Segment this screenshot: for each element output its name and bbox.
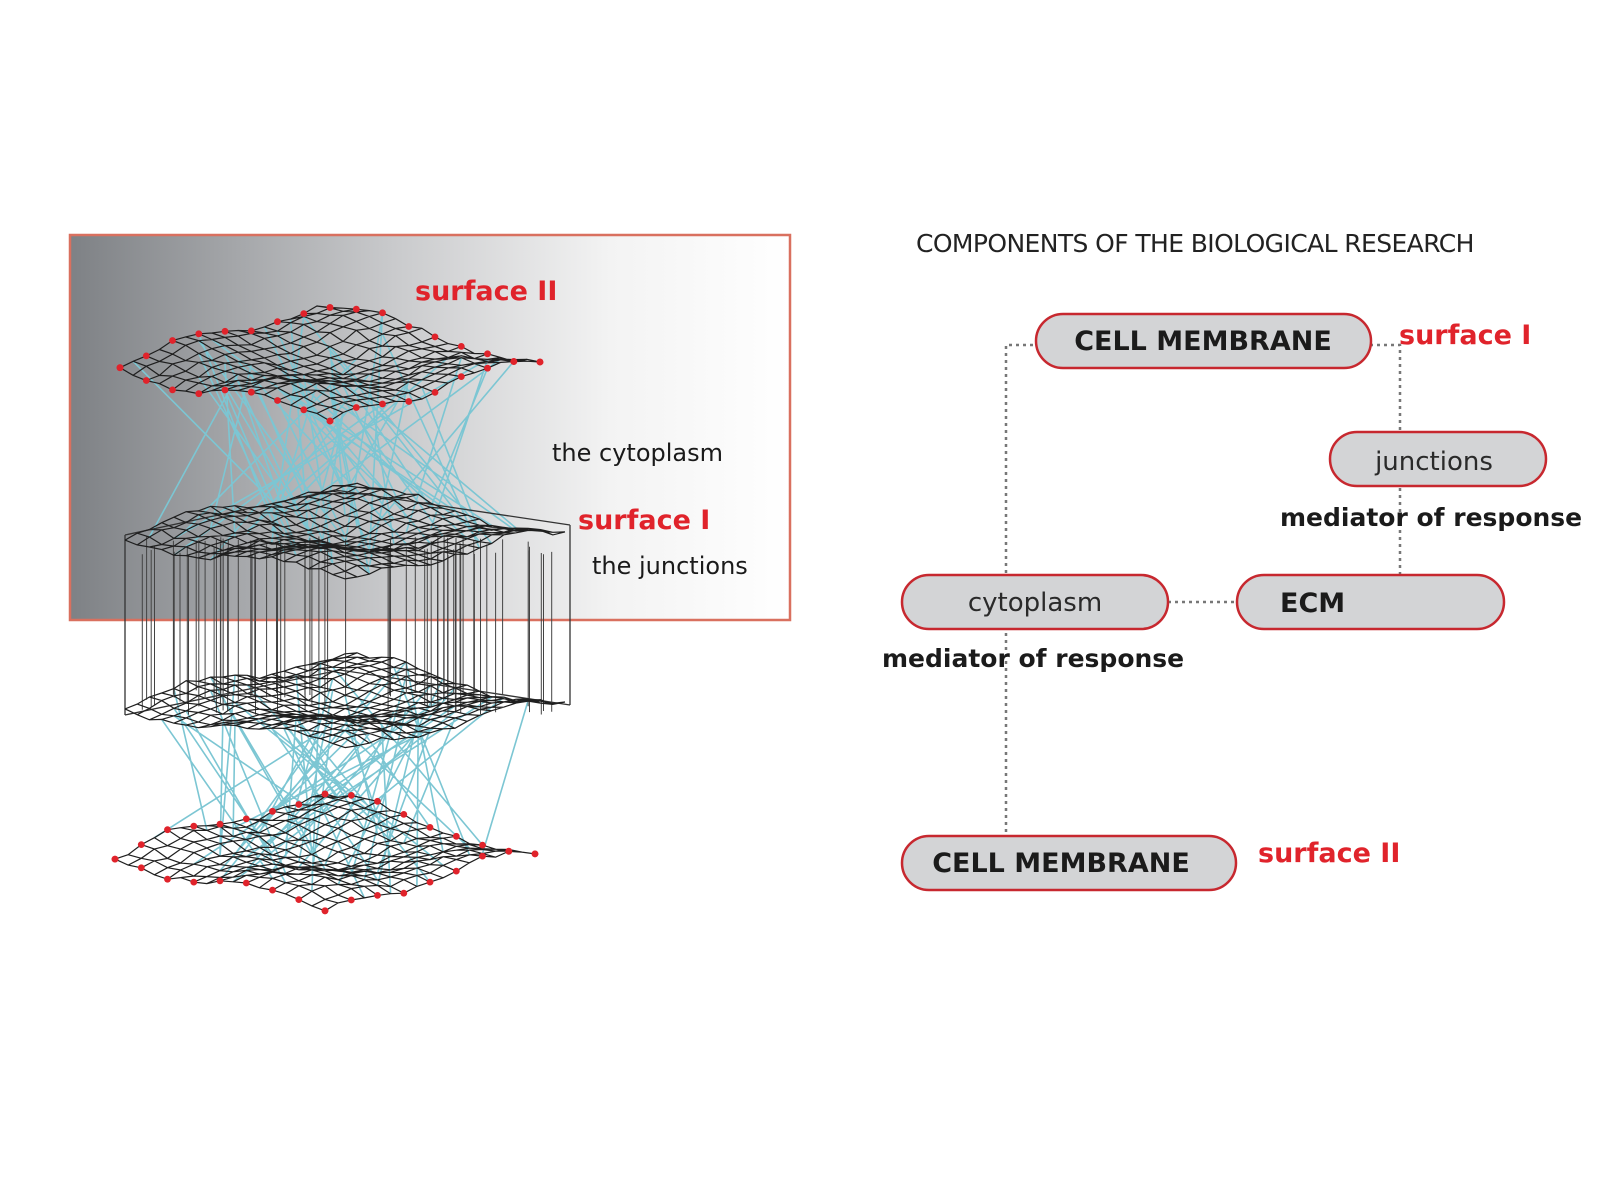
bottom-mesh-node-dot	[137, 841, 145, 848]
surface-ii-bottom-mesh	[111, 790, 539, 915]
bottom-mesh-node-dot	[531, 850, 539, 858]
top-mesh-node-dot	[484, 364, 491, 372]
top-mesh-node-dot	[405, 323, 413, 330]
surface-ii-top-mesh	[116, 304, 544, 425]
bottom-mesh-node-dot	[426, 824, 434, 831]
top-mesh-node-dot	[300, 406, 308, 414]
bottom-mesh-node-dot	[242, 815, 250, 823]
surface-i-tag: surface I	[1399, 320, 1531, 351]
top-mesh-node-dot	[326, 304, 334, 311]
top-mesh-node-dot	[536, 358, 544, 366]
bottom-mesh-node-dot	[452, 832, 460, 840]
surface-ii-tag: surface II	[1258, 838, 1400, 869]
top-mesh-node-dot	[326, 417, 334, 425]
diagram-title: COMPONENTS OF THE BIOLOGICAL RESEARCH	[916, 229, 1474, 258]
bottom-mesh-node-dot	[269, 807, 276, 815]
top-mesh-node-dot	[169, 337, 176, 344]
bottom-mesh-node-dot	[295, 896, 303, 903]
bottom-mesh-node-dot	[164, 875, 171, 883]
junction-vertical-lines	[141, 535, 553, 715]
cell-illustration: surface II the cytoplasm surface I the j…	[68, 233, 792, 915]
mediator-of-response-left: mediator of response	[882, 644, 1184, 673]
top-mesh-node-dot	[142, 352, 150, 360]
mid-mesh-grid	[124, 482, 566, 580]
top-mesh-node-dot	[484, 350, 491, 358]
bottom-mesh-node-dot	[111, 855, 119, 863]
surface-i-label: surface I	[578, 505, 710, 536]
bottom-mesh-node-dot	[269, 886, 276, 894]
cell-membrane-top-text: CELL MEMBRANE	[1074, 326, 1332, 357]
surface-i-mesh	[124, 482, 566, 580]
ecm-node	[1235, 573, 1506, 631]
cell-membrane-top-node	[1034, 312, 1373, 370]
top-mesh-node-dot	[352, 404, 360, 411]
top-mesh-node-dot	[195, 390, 203, 398]
top-mesh-node-dot	[457, 343, 465, 350]
top-mesh-node-dot	[116, 364, 124, 372]
lower-junction-mesh	[124, 652, 566, 749]
top-mesh-node-dot	[352, 305, 360, 313]
top-mesh-node-dot	[169, 386, 176, 394]
cytoplasm-label: the cytoplasm	[552, 439, 723, 467]
top-mesh-node-dot	[457, 373, 465, 380]
cell-membrane-bottom-text: CELL MEMBRANE	[932, 848, 1190, 879]
junctions-node	[1328, 430, 1548, 488]
bottom-mesh-node-dot	[347, 896, 355, 904]
top-mesh-node-dot	[274, 318, 281, 326]
top-mesh-node-dot	[221, 386, 229, 394]
top-mesh-node-dot	[247, 327, 255, 335]
connector-membrane-junctions	[1370, 343, 1402, 430]
bottom-mesh-node-dot	[374, 797, 381, 805]
junction-columns	[124, 489, 571, 716]
bottom-mesh-node-dot	[400, 811, 408, 818]
bottom-mesh-node-dot	[479, 841, 486, 849]
top-mesh-node-dot	[195, 330, 203, 338]
junctions-label: the junctions	[592, 552, 748, 580]
bottom-mesh-node-dot	[216, 877, 224, 885]
top-mesh-node-dot	[510, 358, 518, 365]
top-mesh-node-dot	[247, 388, 255, 396]
bottom-mesh-node-dot	[479, 852, 486, 860]
bottom-mesh-node-dot	[295, 801, 303, 808]
junctions-node-text: junctions	[1374, 447, 1493, 477]
bottom-mesh-node-dot	[137, 864, 145, 872]
bottom-mesh-node-dot	[426, 878, 434, 886]
top-mesh-node-dot	[274, 397, 281, 404]
cell-membrane-bottom-node	[900, 834, 1238, 892]
bottom-mesh-node-dot	[321, 790, 329, 798]
cytoplasm-node	[900, 573, 1170, 631]
top-mesh-node-dot	[379, 309, 386, 317]
bottom-mesh-node-dot	[164, 826, 171, 834]
bottom-mesh-node-dot	[321, 907, 329, 915]
bottom-mesh-node-dot	[374, 892, 381, 899]
bottom-mesh-node-dot	[242, 879, 250, 887]
bottom-mesh-node-dot	[216, 820, 224, 828]
top-mesh-node-dot	[300, 310, 308, 317]
top-mesh-node-dot	[431, 333, 439, 341]
top-mesh-node-dot	[431, 389, 439, 396]
junction-box-frame	[124, 489, 571, 716]
low-mesh-grid	[124, 652, 566, 749]
bottom-mesh-node-dot	[347, 792, 355, 799]
bottom-mesh-node-dot	[505, 848, 513, 855]
top-mesh-node-dot	[405, 398, 413, 405]
bottom-mesh-node-dot	[190, 878, 198, 886]
bottom-mesh-node-dot	[400, 889, 408, 897]
mediator-of-response-right: mediator of response	[1280, 503, 1582, 532]
ecm-node-text: ECM	[1280, 588, 1345, 619]
components-diagram: COMPONENTS OF THE BIOLOGICAL RESEARCH CE…	[882, 229, 1582, 892]
cytoplasm-node-text: cytoplasm	[968, 588, 1102, 618]
top-mesh-node-dot	[221, 327, 229, 335]
top-mesh-node-dot	[379, 400, 386, 408]
bottom-mesh-node-dot	[190, 822, 198, 830]
top-mesh-node-dot	[142, 377, 150, 384]
surface-ii-label: surface II	[415, 276, 557, 307]
bottom-mesh-node-dot	[452, 867, 460, 875]
